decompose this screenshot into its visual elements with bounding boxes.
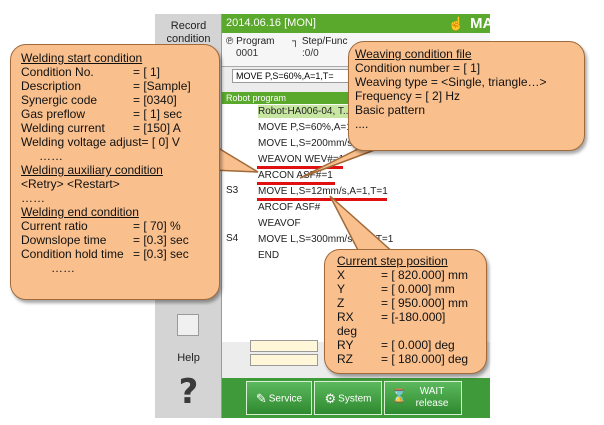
left-panel-slot <box>177 314 199 336</box>
callout-row: RZ= [ 180.000] deg <box>337 352 469 366</box>
welding-start-callout: Welding start condition Condition No.= [… <box>10 44 220 300</box>
help-label[interactable]: Help <box>177 352 200 364</box>
callout-row: X= [ 820.000] mm <box>337 268 469 282</box>
release-label: release <box>415 398 449 409</box>
wait-release-button[interactable]: ⌛ WAIT release <box>384 381 462 415</box>
callout-row: Condition number = [ 1] <box>355 61 481 75</box>
input-field[interactable] <box>250 354 318 366</box>
welding-aux-row: <Retry> <Restart> <box>21 177 120 191</box>
program-line[interactable]: WEAVOF <box>258 218 301 229</box>
program-line[interactable]: ARCOF ASF# <box>258 202 321 213</box>
input-field[interactable] <box>250 340 318 352</box>
system-label: System <box>338 393 372 405</box>
current-position-callout: Current step position X= [ 820.000] mm Y… <box>324 249 487 374</box>
program-line[interactable]: MOVE P,S=60%,A=1,T= <box>258 122 367 133</box>
weaving-title: Weaving condition file <box>355 47 472 61</box>
program-line[interactable]: Robot:HA006-04, T... <box>258 105 352 118</box>
callout-row: deg <box>337 324 358 338</box>
callout-row: Synergic code= [0340] <box>21 93 177 107</box>
program-line[interactable]: ARCON ASF#=1 <box>258 170 333 181</box>
ellipsis: …… <box>39 149 63 163</box>
service-button[interactable]: ✎Service <box>246 381 312 415</box>
command-line[interactable]: MOVE P,S=60%,A=1,T= <box>232 69 372 83</box>
tab-step-label: ┐ Step/Func <box>292 36 348 47</box>
callout-row: Description= [Sample] <box>21 79 191 93</box>
weaving-condition-callout: Weaving condition file Condition number … <box>348 41 585 151</box>
tab-step-func[interactable]: ┐ Step/Func :0/0 <box>292 36 347 60</box>
callout-row: Frequency = [ 2] Hz <box>355 89 461 103</box>
function-bar: ✎Service ⚙System ⌛ WAIT release <box>222 378 490 418</box>
date-label: 2014.06.16 [MON] <box>226 17 316 29</box>
tab-program-label: ℗ Program <box>226 36 275 47</box>
callout-row: Condition hold time= [0.3] sec <box>21 247 189 261</box>
step-label: S4 <box>226 233 239 244</box>
callout-row: Welding voltage adjust= [ 0] V <box>21 135 180 149</box>
tab-program[interactable]: ℗ Program 0001 <box>226 36 275 60</box>
program-line[interactable]: MOVE L,S=300mm/s,A=1,T=1 <box>258 234 394 245</box>
position-title: Current step position <box>337 254 448 268</box>
tab-program-value: 0001 <box>236 48 259 59</box>
step-label: S3 <box>226 185 239 196</box>
record-condition-button[interactable]: Record condition <box>166 20 211 45</box>
callout-row: Gas preflow= [ 1] sec <box>21 107 183 121</box>
program-line[interactable]: MOVE L,S=12mm/s,A=1,T=1 <box>258 186 388 197</box>
callout-row: Z= [ 950.000] mm <box>337 296 469 310</box>
callout-row: RX= [-180.000] <box>337 310 446 324</box>
highlight-underline <box>257 198 387 201</box>
callout-row: Y= [ 0.000] mm <box>337 282 455 296</box>
callout-row: Downslope time= [0.3] sec <box>21 233 189 247</box>
input-fields <box>250 340 318 370</box>
tab-step-value: :0/0 <box>302 48 319 59</box>
mode-label: MA <box>470 15 494 32</box>
service-label: Service <box>268 393 303 405</box>
callout-row: Condition No.= [ 1] <box>21 65 161 79</box>
welding-start-title: Welding start condition <box>21 51 143 65</box>
program-line[interactable]: MOVE L,S=200mm/s,A=1,T=1 <box>258 138 394 149</box>
callout-row: Weaving type = <Single, triangle…> <box>355 75 547 89</box>
system-button[interactable]: ⚙System <box>314 381 382 415</box>
welding-end-title: Welding end condition <box>21 205 139 219</box>
highlight-underline <box>257 182 335 185</box>
help-icon[interactable]: ? <box>178 372 199 412</box>
highlight-underline <box>257 166 343 169</box>
callout-row: Welding current= [150] A <box>21 121 181 135</box>
hand-icon: ☝ <box>448 16 465 31</box>
callout-row: .... <box>355 117 369 131</box>
callout-row: RY= [ 0.000] deg <box>337 338 455 352</box>
ellipsis: …… <box>21 191 45 205</box>
title-bar: 2014.06.16 [MON] ☝ MA <box>222 14 494 33</box>
welding-aux-title: Welding auxiliary condition <box>21 163 163 177</box>
callout-row: Basic pattern <box>355 103 426 117</box>
program-line[interactable]: END <box>258 250 280 261</box>
system-icon: ⚙ <box>324 391 337 406</box>
wait-label: WAIT <box>419 386 445 397</box>
callout-row: Current ratio= [ 70] % <box>21 219 181 233</box>
program-line[interactable]: WEAVON WEV#=1 <box>258 154 345 165</box>
ellipsis: …… <box>51 261 75 275</box>
service-icon: ✎ <box>255 391 267 406</box>
wait-icon: ⌛ <box>391 388 408 403</box>
